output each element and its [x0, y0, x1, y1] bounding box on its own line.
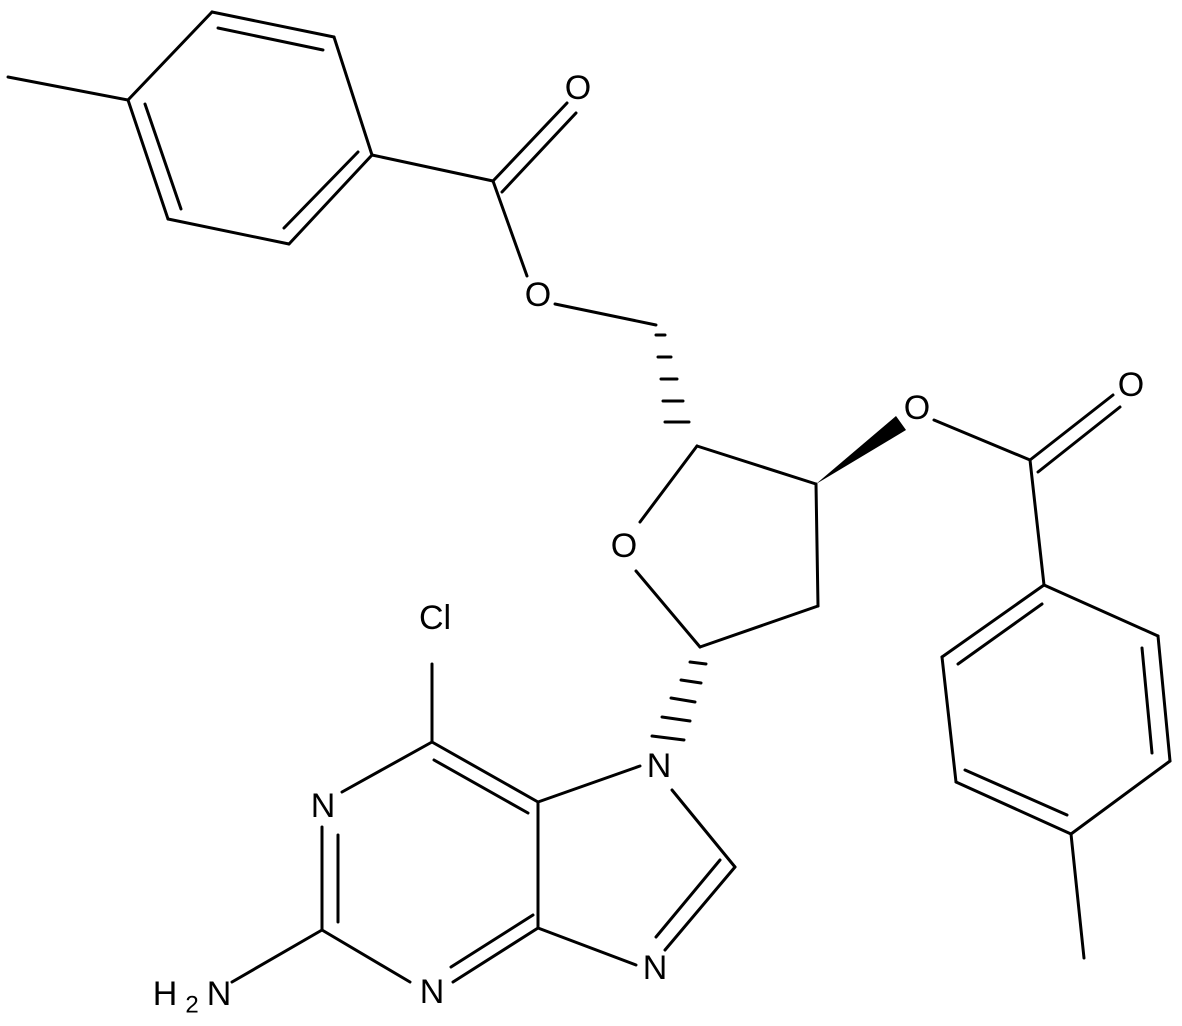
ring-bond	[638, 444, 699, 524]
atom-label-o: O	[1118, 366, 1144, 404]
aryl-bond	[940, 583, 1046, 659]
aryl-bond-inner	[282, 150, 360, 230]
hashed-wedge-c1	[650, 660, 708, 742]
ring-bond	[320, 928, 412, 984]
ring-bond	[814, 482, 820, 608]
ring-bond	[698, 604, 820, 649]
deoxyribose-ring	[634, 333, 906, 742]
aryl-bond-inner	[963, 768, 1069, 817]
atom-label-o: O	[525, 276, 551, 314]
aryl-bond	[1069, 759, 1172, 836]
ring-bond	[430, 740, 540, 804]
ring-bond	[536, 764, 642, 804]
toluoyl-group-upper	[6, 10, 658, 327]
carbonyl-double-bond	[500, 111, 578, 194]
ester-bond	[932, 418, 1032, 462]
ring-bond	[670, 788, 737, 869]
aryl-bond	[1042, 583, 1160, 638]
carbonyl-double-bond	[1036, 405, 1122, 474]
ring-bond-inner	[654, 858, 722, 939]
aryl-bond	[210, 10, 336, 39]
methyl-bond-lower	[1069, 832, 1086, 960]
hashed-wedge-c5	[654, 333, 691, 424]
aryl-bond	[126, 10, 214, 102]
aryl-bond-inner	[1140, 646, 1154, 755]
aryl-bond	[954, 780, 1073, 836]
ester-bond	[491, 179, 529, 278]
aryl-bond-inner	[216, 26, 325, 52]
carbonyl-aryl-bond	[1028, 458, 1046, 587]
atom-label-n: N	[420, 973, 445, 1011]
aryl-bond	[940, 655, 958, 784]
atom-label-nh2-h: H	[153, 975, 178, 1013]
carbonyl-double-bond	[491, 101, 569, 183]
ring-bond	[340, 740, 434, 794]
aryl-bond	[126, 98, 170, 221]
ring-bond-inner	[432, 758, 530, 815]
ring-bond	[634, 569, 702, 649]
aryl-bond	[287, 153, 374, 246]
aryl-carbonyl-bond	[370, 153, 495, 183]
ester-bond	[553, 302, 658, 327]
ring-bond	[536, 926, 638, 967]
aryl-bond-inner	[143, 102, 183, 211]
ring-bond	[451, 926, 540, 984]
carbonyl-double-bond	[1028, 393, 1115, 462]
atom-label-cl: Cl	[419, 599, 451, 637]
atom-label-n: N	[643, 949, 668, 987]
toluoyl-group-lower	[932, 393, 1172, 960]
methyl-bond-upper	[6, 75, 130, 102]
ring-bond	[695, 444, 818, 486]
atom-label-n: N	[647, 747, 672, 785]
aryl-bond	[1156, 634, 1172, 763]
c-nh2-bond	[230, 928, 324, 984]
atom-label-nh2-subscript: 2	[185, 991, 198, 1018]
ring-bond	[663, 865, 737, 952]
atom-label-o: O	[611, 527, 637, 565]
atom-labels: O O O O O Cl N N N N H 2 N	[153, 69, 1145, 1018]
atom-label-n: N	[311, 787, 336, 825]
solid-wedge-c3	[816, 416, 906, 484]
aryl-bond-inner	[956, 602, 1044, 666]
ring-bond-inner	[449, 913, 535, 969]
aryl-bond	[332, 35, 374, 157]
atom-label-o: O	[565, 69, 591, 107]
atom-label-nh2-n: N	[207, 975, 232, 1013]
atom-label-o: O	[904, 389, 930, 427]
purine-core	[230, 662, 737, 984]
aryl-bond	[166, 217, 291, 246]
